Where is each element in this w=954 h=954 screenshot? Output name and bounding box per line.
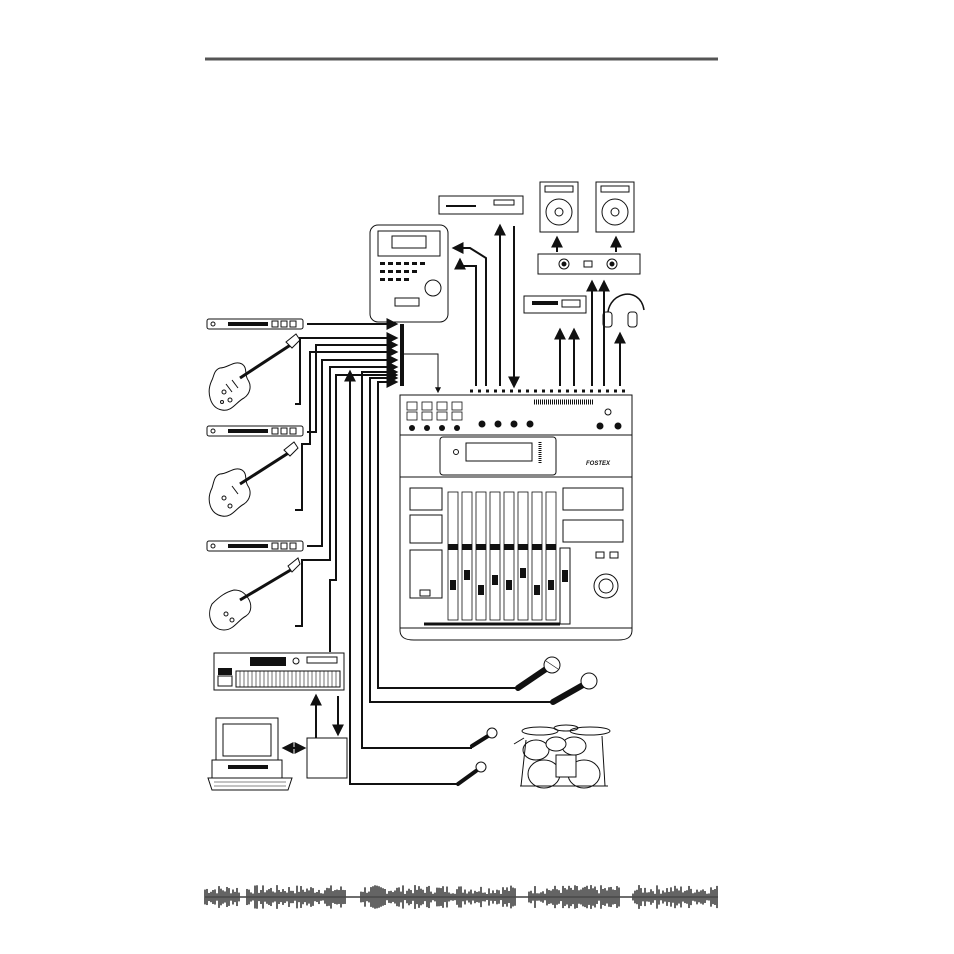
power-amplifier [538,254,640,274]
effects-rack-3 [207,541,303,551]
vocal-mic-2 [553,673,597,702]
handheld-recorder [370,225,448,322]
footer-waveform [205,885,718,909]
digital-mixer: FOSTEX [400,391,632,640]
midi-interface [307,738,347,778]
effects-rack-1 [207,319,303,329]
instrument-mic-2 [458,762,486,784]
bass-guitar [210,558,300,630]
effects-rack-2 [207,426,303,436]
patch-bay [400,324,404,386]
electric-guitar-2 [209,442,298,516]
instrument-mic-1 [472,728,497,746]
electric-guitar [209,334,300,410]
headphones [603,294,644,327]
drum-kit [514,725,610,788]
dat-recorder [524,296,586,313]
midi-keyboard [214,653,344,690]
brand-logo: FOSTEX [586,461,611,467]
computer [208,718,292,790]
thin-links [404,354,438,392]
cd-player [439,196,523,214]
left-speaker [540,182,578,232]
vocal-mic-1 [518,657,560,688]
right-speaker [596,182,634,232]
